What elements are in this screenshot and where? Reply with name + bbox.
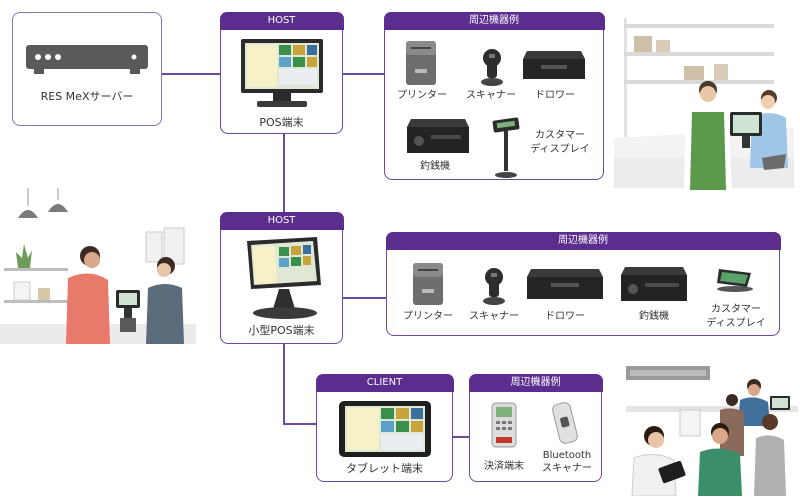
peripherals1-item-coin-changer: 釣銭機 — [420, 161, 450, 172]
drawer-icon — [521, 45, 587, 83]
coin-changer-icon — [405, 115, 471, 157]
connector-host2-peripherals — [342, 297, 386, 299]
peripherals2-item-customer-display: カスタマーディスプレイ — [706, 304, 766, 329]
peripherals2-item-drawer: ドロワー — [545, 311, 585, 322]
host1-header: HOST — [219, 11, 344, 30]
peripherals3-item-payment-terminal: 決済端末 — [484, 461, 524, 472]
retail-counter-scene — [614, 8, 794, 190]
drawer-icon — [525, 265, 605, 303]
peripherals1-item-scanner: スキャナー — [466, 90, 516, 101]
host2-header: HOST — [219, 211, 344, 230]
tablet-icon — [337, 399, 433, 459]
client-box: CLIENT タブレット端末 — [315, 373, 454, 482]
peripherals1-item-printer: プリンター — [397, 90, 447, 101]
scanner-icon — [482, 267, 506, 307]
host1-box: HOST POS端末 — [219, 11, 344, 134]
server-icon — [24, 43, 150, 77]
peripherals1-header: 周辺機器例 — [383, 11, 605, 30]
printer-icon — [403, 37, 439, 87]
server-label: RES MeXサーバー — [40, 90, 134, 103]
client-header: CLIENT — [315, 373, 454, 392]
client-device-label: タブレット端末 — [346, 462, 423, 475]
customer-display-icon — [713, 265, 757, 295]
connector-host1-peripherals — [342, 73, 384, 75]
connector-client-branch — [283, 423, 317, 425]
host2-box: HOST 小型POS端末 — [219, 211, 344, 344]
connector-client-peripherals — [452, 436, 469, 438]
server-box: RES MeXサーバー — [12, 12, 162, 126]
peripherals1-item-customer-display: カスタマーディスプレイ — [530, 130, 590, 155]
connector-host1-host2 — [283, 134, 285, 212]
payment-terminal-icon — [490, 401, 518, 449]
peripherals1-box: 周辺機器例 プリンター スキャナー — [383, 11, 605, 180]
peripherals2-item-printer: プリンター — [403, 311, 453, 322]
peripherals2-item-scanner: スキャナー — [469, 311, 519, 322]
coin-changer-icon — [619, 263, 689, 305]
small-pos-terminal-icon — [239, 235, 327, 321]
peripherals3-header: 周辺機器例 — [468, 373, 603, 392]
peripherals1-item-drawer: ドロワー — [535, 90, 575, 101]
small-shop-scene — [0, 188, 196, 344]
pos-terminal-icon — [239, 37, 325, 109]
peripherals2-box: 周辺機器例 プリンター スキャナー — [385, 231, 781, 336]
host2-device-label: 小型POS端末 — [248, 324, 315, 337]
bluetooth-scanner-icon — [550, 401, 580, 445]
customer-display-icon — [489, 115, 523, 179]
connector-server-host1 — [160, 73, 220, 75]
scanner-icon — [480, 48, 504, 88]
host1-device-label: POS端末 — [259, 116, 304, 129]
restaurant-counter-scene — [620, 366, 798, 496]
printer-icon — [410, 259, 446, 307]
peripherals2-header: 周辺機器例 — [385, 231, 781, 250]
connector-host2-client — [283, 344, 285, 424]
peripherals2-item-coin-changer: 釣銭機 — [639, 311, 669, 322]
